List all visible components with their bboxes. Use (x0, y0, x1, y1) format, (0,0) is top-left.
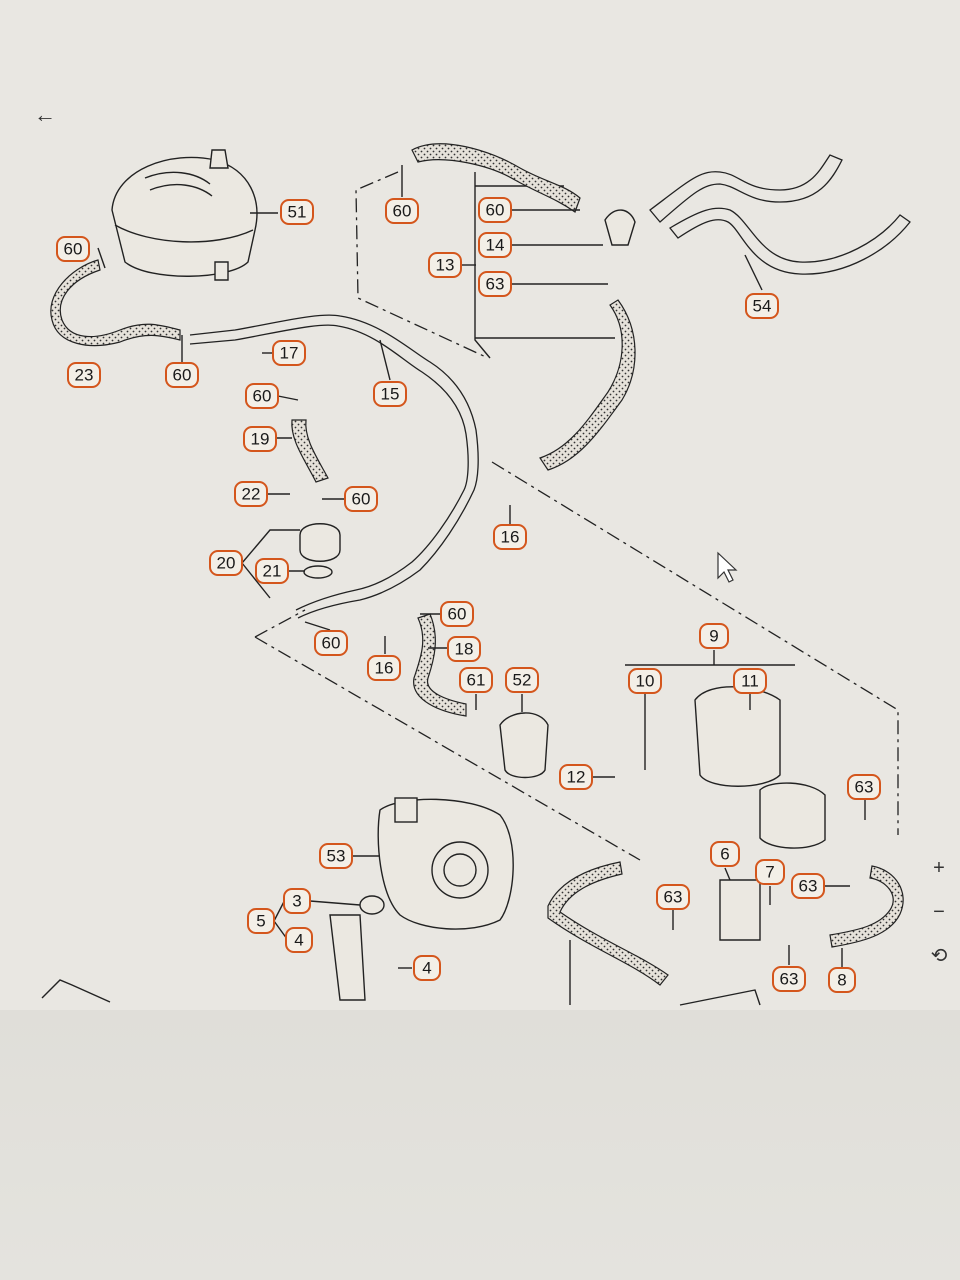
callout-label: 8 (837, 971, 846, 990)
callout-11[interactable]: 11 (733, 668, 767, 694)
callout-label: 17 (280, 344, 299, 363)
callout-60[interactable]: 60 (245, 383, 279, 409)
callout-label: 60 (253, 387, 272, 406)
callout-21[interactable]: 21 (255, 558, 289, 584)
callout-18[interactable]: 18 (447, 636, 481, 662)
callout-3[interactable]: 3 (283, 888, 311, 914)
arrow-left-icon: ← (34, 102, 56, 127)
callout-label: 61 (467, 671, 486, 690)
callout-label: 4 (422, 959, 431, 978)
callout-20[interactable]: 20 (209, 550, 243, 576)
callout-15[interactable]: 15 (373, 381, 407, 407)
mouse-cursor-icon (717, 551, 738, 583)
callout-label: 4 (294, 931, 303, 950)
callout-8[interactable]: 8 (828, 967, 856, 993)
callout-label: 63 (780, 970, 799, 989)
callout-label: 63 (855, 778, 874, 797)
callout-label: 20 (217, 554, 236, 573)
callout-label: 12 (567, 768, 586, 787)
callout-label: 10 (636, 672, 655, 691)
callout-4[interactable]: 4 (285, 927, 313, 953)
callout-19[interactable]: 19 (243, 426, 277, 452)
page-corner-fragment (41, 979, 111, 1003)
callout-14[interactable]: 14 (478, 232, 512, 258)
components (299, 209, 826, 1001)
callout-60[interactable]: 60 (56, 236, 90, 262)
callout-label: 11 (741, 672, 759, 691)
callout-63[interactable]: 63 (772, 966, 806, 992)
callout-label: 53 (327, 847, 346, 866)
callout-label: 3 (292, 892, 301, 911)
callout-label: 63 (486, 275, 505, 294)
callout-label: 22 (242, 485, 261, 504)
callout-label: 13 (436, 256, 455, 275)
callout-label: 6 (720, 845, 729, 864)
callout-23[interactable]: 23 (67, 362, 101, 388)
callout-label: 63 (799, 877, 818, 896)
callout-51[interactable]: 51 (280, 199, 314, 225)
callout-label: 7 (765, 863, 774, 882)
callout-4[interactable]: 4 (413, 955, 441, 981)
callout-63[interactable]: 63 (478, 271, 512, 297)
assembly-outlines (254, 171, 899, 861)
callout-labels: 51 60 60 60 14 13 63 54 23 60 17 15 60 1… (56, 197, 881, 993)
callout-label: 60 (393, 202, 412, 221)
callout-63[interactable]: 63 (656, 884, 690, 910)
callout-label: 16 (501, 528, 520, 547)
callout-16[interactable]: 16 (367, 655, 401, 681)
callout-label: 60 (448, 605, 467, 624)
callout-12[interactable]: 12 (559, 764, 593, 790)
callout-7[interactable]: 7 (755, 859, 785, 885)
zoom-in-button[interactable]: + (933, 857, 945, 879)
callout-label: 16 (375, 659, 394, 678)
callout-61[interactable]: 61 (459, 667, 493, 693)
expansion-tank (111, 149, 258, 281)
callout-label: 19 (251, 430, 270, 449)
callout-10[interactable]: 10 (628, 668, 662, 694)
leader-lines (97, 165, 866, 1006)
callout-6[interactable]: 6 (710, 841, 740, 867)
callout-60[interactable]: 60 (165, 362, 199, 388)
callout-60[interactable]: 60 (478, 197, 512, 223)
callout-52[interactable]: 52 (505, 667, 539, 693)
back-arrow-button[interactable]: ← (30, 100, 60, 130)
hoses (50, 143, 904, 986)
callout-label: 5 (256, 912, 265, 931)
callout-label: 9 (709, 627, 718, 646)
callout-label: 54 (753, 297, 772, 316)
callout-5[interactable]: 5 (247, 908, 275, 934)
callout-16[interactable]: 16 (493, 524, 527, 550)
callout-label: 60 (173, 366, 192, 385)
callout-60[interactable]: 60 (314, 630, 348, 656)
callout-63[interactable]: 63 (791, 873, 825, 899)
callout-label: 60 (322, 634, 341, 653)
callout-label: 60 (486, 201, 505, 220)
zoom-out-button[interactable]: − (933, 901, 945, 923)
callout-63[interactable]: 63 (847, 774, 881, 800)
callout-60[interactable]: 60 (440, 601, 474, 627)
callout-label: 60 (352, 490, 371, 509)
callout-60[interactable]: 60 (344, 486, 378, 512)
callout-label: 15 (381, 385, 400, 404)
callout-label: 60 (64, 240, 83, 259)
callout-60[interactable]: 60 (385, 198, 419, 224)
callout-label: 14 (486, 236, 505, 255)
callout-54[interactable]: 54 (745, 293, 779, 319)
reset-zoom-button[interactable]: ⟲ (930, 945, 948, 967)
zoom-controls: + − ⟲ (924, 858, 954, 966)
callout-label: 23 (75, 366, 94, 385)
callout-label: 52 (513, 671, 532, 690)
callout-label: 63 (664, 888, 683, 907)
callout-13[interactable]: 13 (428, 252, 462, 278)
callout-22[interactable]: 22 (234, 481, 268, 507)
callout-9[interactable]: 9 (699, 623, 729, 649)
callout-label: 21 (263, 562, 282, 581)
callout-label: 18 (455, 640, 474, 659)
callout-53[interactable]: 53 (319, 843, 353, 869)
callout-17[interactable]: 17 (272, 340, 306, 366)
metal-pipes (189, 154, 911, 619)
callout-label: 51 (288, 203, 307, 222)
